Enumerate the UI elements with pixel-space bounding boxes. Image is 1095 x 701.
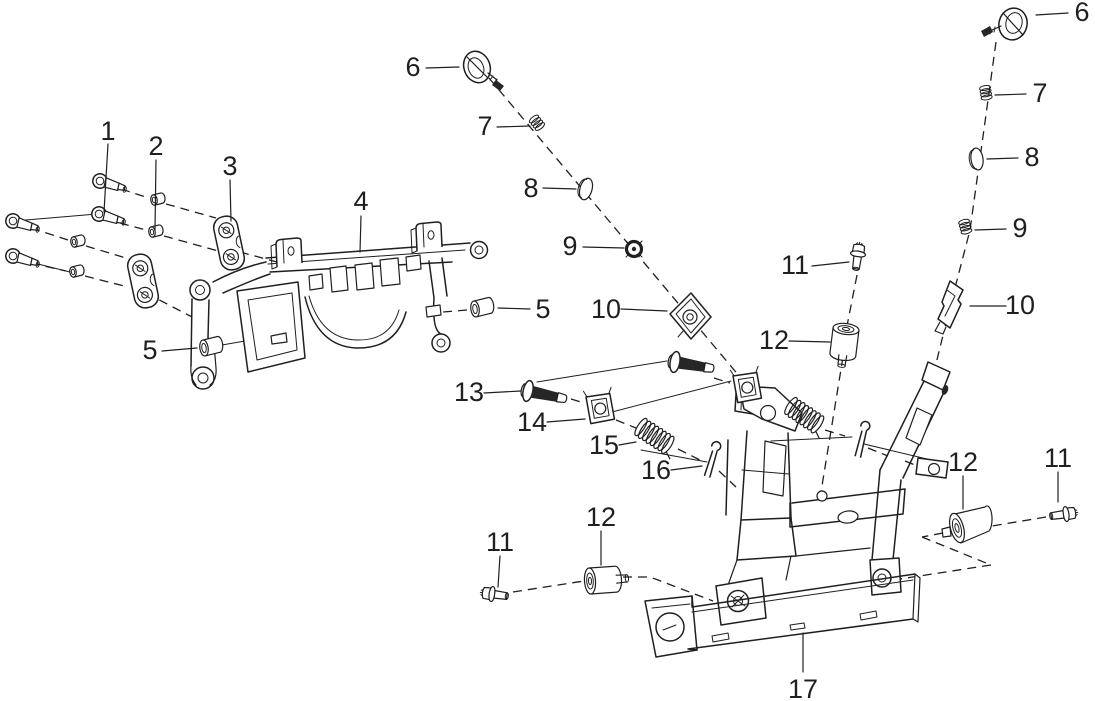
callout-5-left: 5 [142,335,157,365]
callout-14: 14 [517,407,547,437]
axis-bolt13a [570,398,637,429]
callout-6-left: 6 [405,52,420,82]
part-13-bolt-b [665,349,717,380]
callout-11-bottom-left: 11 [486,527,514,557]
part-10-clip-nut-left [669,292,712,340]
part-6-ring-pin-right [981,7,1028,41]
parts-small [3,7,1080,605]
part-11-bolt-top [847,240,868,272]
callout-13: 13 [454,377,484,407]
part-3-clamp-b [124,251,162,311]
part-9-push-nut-left [624,239,644,259]
axis-left-chain [488,77,741,378]
part-8-washer-left [574,175,596,202]
callout-10-left: 10 [591,294,621,324]
part-2-spacer-d [68,263,86,279]
callout-5-right: 5 [535,294,550,324]
axis-right-chain [931,41,997,381]
part-14-clip-nut-a [582,386,616,425]
part-1-bolt-a [90,171,130,196]
axis-bolt11-top [820,274,858,493]
callout-labels: 1 2 3 4 5 5 6 7 8 9 10 6 7 8 9 10 11 12 … [100,0,1089,701]
part-17-main-bracket [644,361,951,658]
part-13-bolt-a [518,378,570,411]
callout-2: 2 [148,131,163,161]
part-12-damper-top [827,321,861,370]
callout-8-left: 8 [523,173,538,203]
part-16-cotter-pin-b [854,420,871,459]
callout-12-bottom-left: 12 [586,502,616,532]
part-5-bushing-left [197,335,225,358]
callout-6-right: 6 [1074,0,1089,27]
part-8-washer-right [967,146,986,172]
callout-9-right: 9 [1012,213,1027,243]
part-1-bolt-d [3,246,43,271]
part-16-cotter-pin-a [703,439,723,479]
axis-row4 [30,262,193,318]
assembly-axes [30,41,1047,602]
part-12-damper-bottom-right [941,505,993,544]
part-15-spring-b [781,395,832,439]
axis-spring15a [677,448,737,488]
callout-4: 4 [353,186,368,216]
part-11-bolt-bottom-right [1048,504,1080,525]
callout-12-bottom-right: 12 [948,447,978,477]
part-10-clip-right [934,280,964,335]
part-1-bolt-b [89,204,129,229]
callout-17: 17 [788,674,818,701]
part-3-clamp-a [210,213,248,273]
part-11-bolt-bottom-left [478,584,510,605]
axis-bush5-right [442,309,468,313]
callout-12-top: 12 [759,325,789,355]
callout-3: 3 [222,151,237,181]
callout-10-right: 10 [1005,290,1035,320]
part-2-spacer-a [149,191,167,207]
part-1-bolt-c [3,211,43,236]
callout-15: 15 [589,430,619,460]
callout-7-left: 7 [477,111,492,141]
part-5-bushing-right [468,296,496,319]
callout-11-bottom-right: 11 [1044,443,1072,473]
callout-16: 16 [641,455,671,485]
part-12-damper-bottom-left [583,564,631,595]
axis-bottom-left [512,576,714,602]
part-6-ring-pin-left [462,50,504,91]
part-2-spacer-b [147,223,165,239]
callout-1: 1 [100,116,115,146]
part-4-upper-bracket [189,221,489,390]
part-7-spring-left [527,113,547,133]
part-2-spacer-c [69,233,87,249]
callout-11-top: 11 [781,250,809,280]
callout-8-right: 8 [1024,142,1039,172]
callout-9-left: 9 [562,231,577,261]
axis-bolt13b [713,377,731,384]
part-7-spring-right [978,84,994,102]
callout-7-right: 7 [1032,78,1047,108]
axis-row1 [120,188,217,219]
leader-lines [103,12,1069,673]
